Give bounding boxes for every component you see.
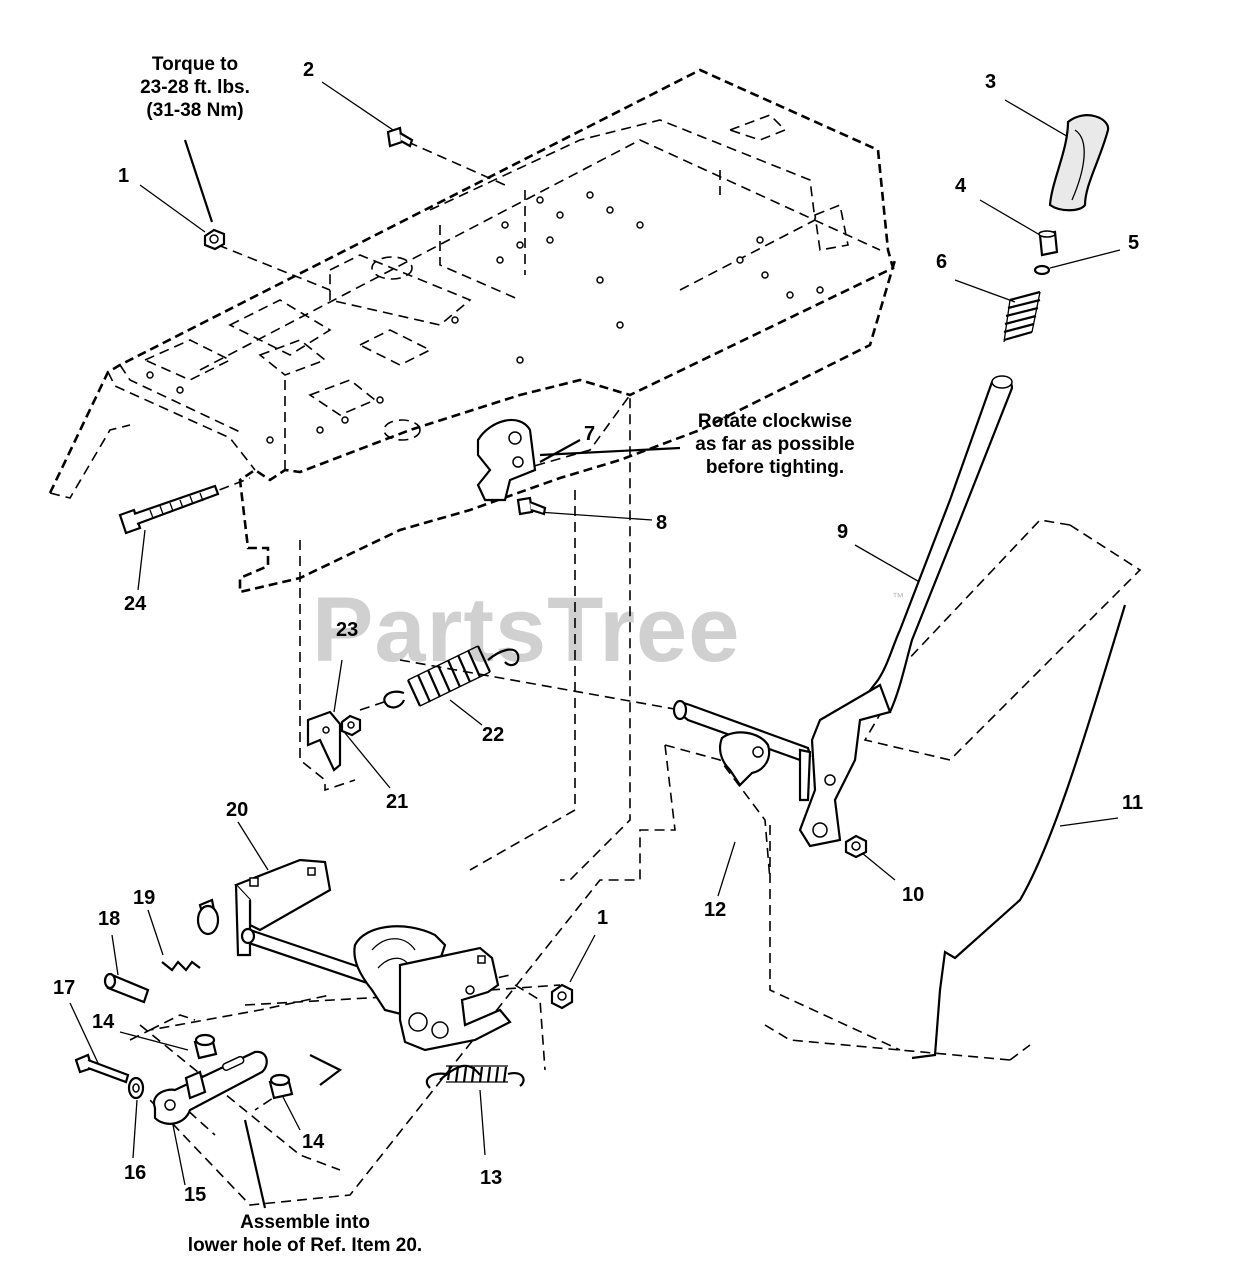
part-10-nut xyxy=(844,834,868,859)
watermark-trademark: ™ xyxy=(892,590,904,604)
callout-23: 23 xyxy=(336,619,359,641)
callout-12: 12 xyxy=(704,899,727,921)
callout-1-top: 1 xyxy=(118,165,130,187)
callout-16: 16 xyxy=(124,1162,147,1184)
callout-6: 6 xyxy=(936,251,948,273)
torque-note-line-3: (31-38 Nm) xyxy=(146,100,244,122)
callout-14-left: 14 xyxy=(92,1011,115,1033)
callout-11: 11 xyxy=(1122,792,1144,814)
rotate-note-line-2: as far as possible xyxy=(695,434,855,456)
callout-1-bottom: 1 xyxy=(597,907,609,929)
part-13-spring xyxy=(425,1064,525,1089)
assemble-note: Assemble into lower hole of Ref. Item 20… xyxy=(170,1211,440,1257)
part-23-bracket xyxy=(306,710,342,772)
part-15-link-plate xyxy=(152,1050,268,1125)
part-4-bushing xyxy=(1038,230,1059,257)
part-3-grip xyxy=(1048,114,1110,212)
assemble-note-line-2: lower hole of Ref. Item 20. xyxy=(187,1235,423,1257)
part-7-bracket xyxy=(476,419,537,502)
callout-22: 22 xyxy=(482,724,505,746)
part-20-shaft-assembly xyxy=(196,858,512,1052)
part-11-rod xyxy=(911,604,1127,1060)
torque-note-line-1: Torque to xyxy=(151,54,239,75)
callout-3: 3 xyxy=(985,71,997,93)
part-24-bolt xyxy=(118,484,220,535)
callout-5: 5 xyxy=(1128,232,1140,254)
callout-20: 20 xyxy=(226,799,249,821)
callout-7: 7 xyxy=(584,423,596,445)
rotate-note-line-1: Rotate clockwise xyxy=(697,411,853,432)
part-1-nut-top xyxy=(203,228,226,251)
torque-note: Torque to 23-28 ft. lbs. (31-38 Nm) xyxy=(120,53,270,123)
assemble-note-line-1: Assemble into xyxy=(240,1212,370,1233)
watermark: PartsTree xyxy=(312,579,741,681)
callout-24: 24 xyxy=(124,593,147,615)
callout-9: 9 xyxy=(837,521,849,543)
part-5-ring xyxy=(1033,264,1051,276)
callout-17: 17 xyxy=(53,977,76,999)
leader-lines xyxy=(69,81,1121,1209)
callout-8: 8 xyxy=(656,512,668,534)
rotate-note: Rotate clockwise as far as possible befo… xyxy=(680,410,870,480)
callout-13: 13 xyxy=(480,1167,503,1189)
callout-19: 19 xyxy=(133,887,156,909)
rotate-note-line-3: before tighting. xyxy=(705,457,845,479)
torque-note-line-2: 23-28 ft. lbs. xyxy=(140,77,250,99)
part-2-bolt xyxy=(386,126,414,148)
part-21-nut xyxy=(340,714,362,737)
callout-2: 2 xyxy=(303,59,315,81)
part-22-spring xyxy=(383,645,520,709)
part-12-cam xyxy=(719,731,771,787)
callout-10: 10 xyxy=(902,884,925,906)
part-17-bolt xyxy=(74,1053,130,1084)
callout-21: 21 xyxy=(386,791,409,813)
frame-outline xyxy=(48,68,897,594)
part-14-spacer-a xyxy=(193,1033,218,1060)
part-14-spacer-b xyxy=(268,1073,294,1100)
part-19-cotter-pin xyxy=(161,960,201,972)
callout-4: 4 xyxy=(955,175,967,197)
part-16-washer xyxy=(127,1076,145,1100)
callout-18: 18 xyxy=(98,908,121,930)
part-8-screw xyxy=(516,496,547,516)
callout-15: 15 xyxy=(184,1184,207,1206)
part-1-nut-bottom xyxy=(550,983,574,1010)
part-18-pin xyxy=(103,972,150,1004)
part-6-spring xyxy=(1003,290,1041,343)
part-9-lever xyxy=(672,375,1014,848)
callout-14-right: 14 xyxy=(302,1131,325,1153)
